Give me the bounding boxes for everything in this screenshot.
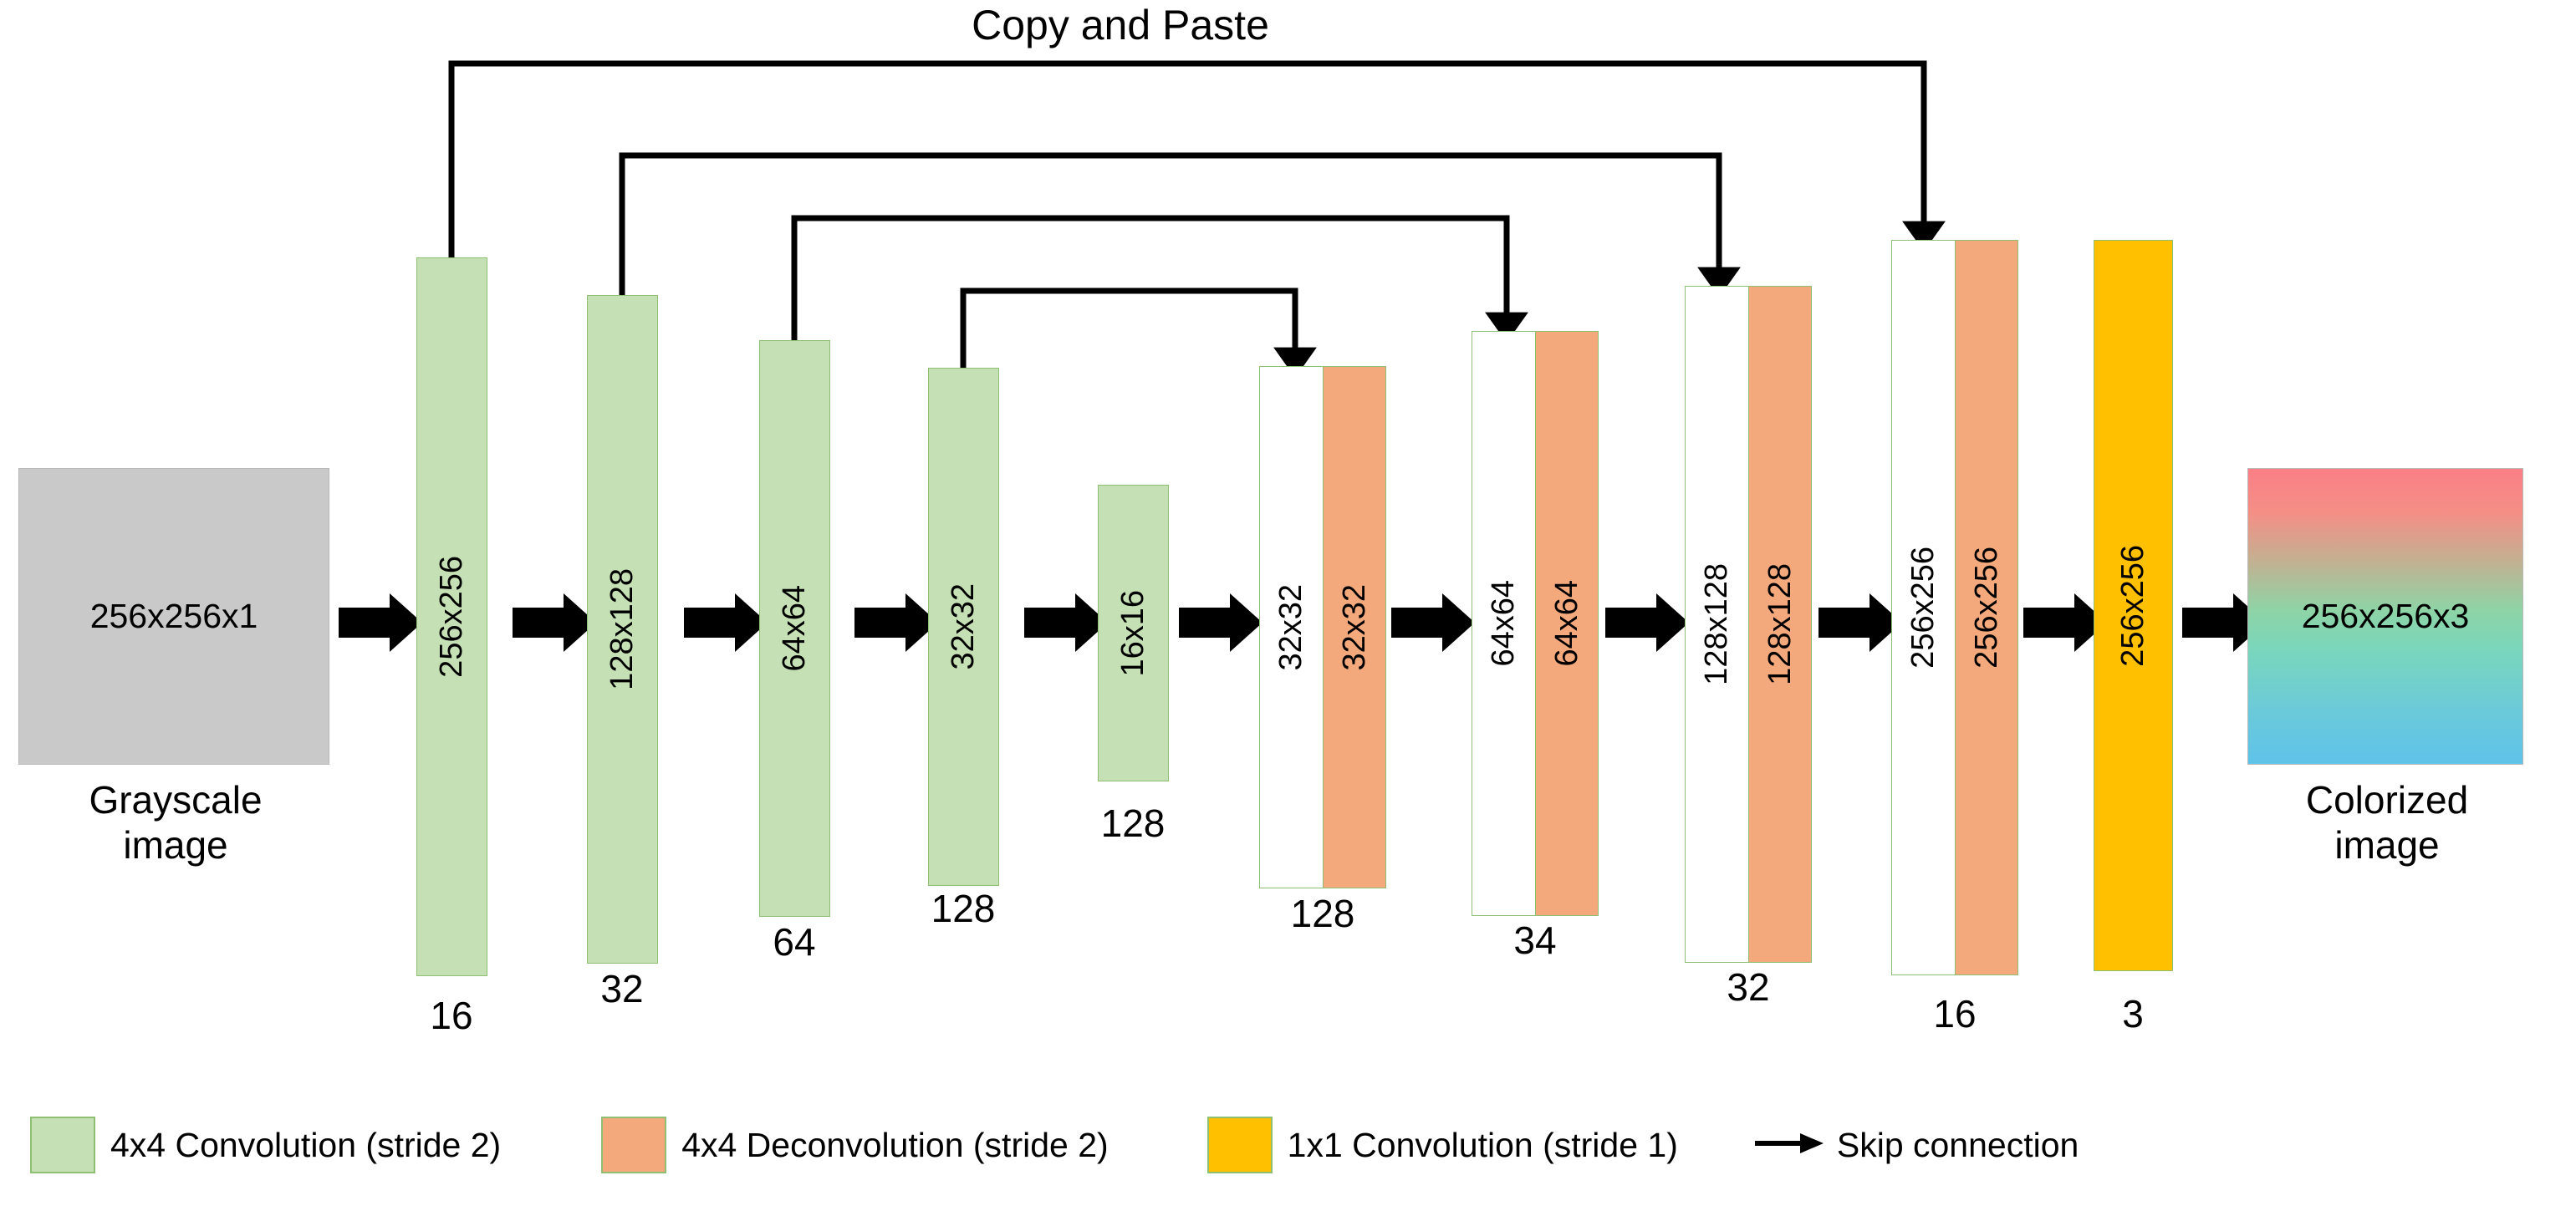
- legend-label-skip-connection: Skip connection: [1836, 1125, 2079, 1164]
- layer-enc5-channels-label: 128: [1066, 802, 1200, 844]
- flow-arrow-2: [513, 593, 596, 652]
- layer-enc5-body: 16x16: [1099, 486, 1168, 781]
- colorized-output-caption: Colorized image: [2220, 777, 2554, 868]
- colorized-output-image: 256x256x3: [2247, 468, 2523, 765]
- layer-enc3: 64x64: [759, 340, 830, 917]
- layer-dec2-size-left: 64x64: [1486, 580, 1521, 667]
- layer-enc4-size: 32x32: [946, 583, 981, 670]
- layer-dec1: 32x32 32x32: [1259, 366, 1386, 888]
- layer-out-size: 256x256: [2115, 544, 2150, 667]
- layer-enc4-body: 32x32: [929, 369, 998, 885]
- layer-enc2: 128x128: [587, 295, 658, 964]
- layer-dec4-size-right: 256x256: [1968, 547, 2004, 669]
- layer-dec3-skip-half: 128x128: [1686, 287, 1748, 962]
- flow-arrow-9: [1819, 593, 1902, 652]
- legend-swatch-pointwise-convolution-icon: [1206, 1117, 1273, 1173]
- skip-connection-arrow-icon: [1753, 1128, 1825, 1163]
- layer-dec4-channels: 16: [1933, 992, 1977, 1036]
- legend-swatch-deconvolution-icon: [601, 1117, 667, 1173]
- layer-out-channels: 3: [2122, 992, 2144, 1036]
- layer-enc1-channels-label: 16: [385, 995, 518, 1036]
- layer-dec3-channels: 32: [1727, 965, 1770, 1009]
- layer-dec1-channels: 128: [1290, 892, 1355, 935]
- layer-dec1-size-right: 32x32: [1336, 583, 1372, 671]
- layer-enc2-body: 128x128: [588, 296, 657, 963]
- legend-item-skip-connection: Skip connection: [1753, 1126, 2079, 1165]
- skip-connection-enc1-dec4: [448, 60, 1946, 257]
- layer-out-body: 256x256: [2094, 241, 2172, 970]
- layer-enc5-size: 16x16: [1115, 589, 1150, 677]
- skip-connection-enc4-dec1: [960, 288, 1317, 378]
- legend-label-pointwise-convolution: 1x1 Convolution (stride 1): [1287, 1125, 1678, 1164]
- layer-dec2-size-right: 64x64: [1548, 580, 1584, 667]
- flow-arrow-5: [1024, 593, 1108, 652]
- colorized-caption-line1: Colorized: [2305, 778, 2469, 822]
- layer-dec1-skip-half: 32x32: [1260, 367, 1323, 888]
- layer-dec4-deconv-half: 256x256: [1955, 241, 2017, 974]
- grayscale-input-caption: Grayscale image: [0, 777, 351, 868]
- legend-item-convolution: 4x4 Convolution (stride 2): [30, 1117, 501, 1173]
- layer-enc1-size: 256x256: [434, 556, 469, 678]
- legend: 4x4 Convolution (stride 2) 4x4 Deconvolu…: [0, 1103, 2576, 1187]
- layer-dec3-size-right: 128x128: [1762, 563, 1798, 685]
- layer-dec3-size-left: 128x128: [1699, 563, 1734, 685]
- layer-enc4-channels: 128: [931, 887, 996, 930]
- layer-dec4: 256x256 256x256: [1891, 240, 2018, 975]
- layer-out-channels-label: 3: [2066, 993, 2200, 1035]
- layer-dec3-channels-label: 32: [1681, 966, 1815, 1008]
- layer-dec1-deconv-half: 32x32: [1323, 367, 1385, 888]
- layer-dec3: 128x128 128x128: [1685, 286, 1812, 963]
- flow-arrow-6: [1179, 593, 1262, 652]
- skip-connection-enc2-dec3: [619, 152, 1741, 298]
- legend-item-pointwise-convolution: 1x1 Convolution (stride 1): [1206, 1117, 1678, 1173]
- layer-dec2-deconv-half: 64x64: [1535, 332, 1598, 915]
- layer-dec2: 64x64 64x64: [1472, 331, 1599, 916]
- layer-dec4-skip-half: 256x256: [1892, 241, 1955, 974]
- layer-enc2-channels: 32: [600, 967, 644, 1010]
- skip-connection-enc3-dec2: [791, 215, 1528, 343]
- layer-dec4-channels-label: 16: [1888, 993, 2022, 1035]
- layer-dec2-skip-half: 64x64: [1472, 332, 1535, 915]
- flow-arrow-4: [854, 593, 938, 652]
- legend-item-deconvolution: 4x4 Deconvolution (stride 2): [601, 1117, 1109, 1173]
- grayscale-caption-line2: image: [123, 823, 228, 867]
- layer-enc1-channels: 16: [430, 994, 473, 1037]
- layer-enc3-channels: 64: [773, 920, 816, 964]
- layer-enc1: 256x256: [416, 257, 487, 976]
- layer-enc4: 32x32: [928, 368, 999, 886]
- layer-enc5: 16x16: [1098, 485, 1169, 781]
- layer-dec1-channels-label: 128: [1256, 893, 1390, 934]
- layer-dec3-deconv-half: 128x128: [1748, 287, 1811, 962]
- layer-dec1-size-left: 32x32: [1273, 583, 1308, 671]
- flow-arrow-7: [1391, 593, 1475, 652]
- layer-enc2-channels-label: 32: [555, 968, 689, 1010]
- flow-arrow-3: [684, 593, 768, 652]
- layer-enc5-channels: 128: [1100, 801, 1166, 845]
- flow-arrow-8: [1605, 593, 1689, 652]
- layer-dec2-channels: 34: [1513, 918, 1557, 962]
- flow-arrow-1: [339, 593, 422, 652]
- grayscale-input-image: 256x256x1: [18, 468, 329, 765]
- layer-enc2-size: 128x128: [604, 568, 640, 690]
- grayscale-input-label: 256x256x1: [89, 597, 258, 635]
- legend-label-deconvolution: 4x4 Deconvolution (stride 2): [681, 1125, 1109, 1164]
- legend-label-convolution: 4x4 Convolution (stride 2): [110, 1125, 502, 1164]
- layer-enc1-body: 256x256: [417, 258, 487, 975]
- layer-enc3-body: 64x64: [760, 341, 829, 916]
- legend-swatch-convolution-icon: [30, 1117, 95, 1173]
- colorized-caption-line2: image: [2334, 823, 2440, 867]
- layer-dec4-size-left: 256x256: [1905, 547, 1941, 669]
- grayscale-caption-line1: Grayscale: [89, 778, 263, 822]
- layer-out: 256x256: [2094, 240, 2173, 971]
- layer-enc3-size: 64x64: [777, 585, 812, 672]
- colorized-output-label: 256x256x3: [2301, 597, 2470, 635]
- layer-enc3-channels-label: 64: [727, 921, 861, 963]
- copy-and-paste-title: Copy and Paste: [972, 2, 1269, 48]
- layer-dec2-channels-label: 34: [1468, 919, 1602, 961]
- layer-enc4-channels-label: 128: [896, 888, 1030, 929]
